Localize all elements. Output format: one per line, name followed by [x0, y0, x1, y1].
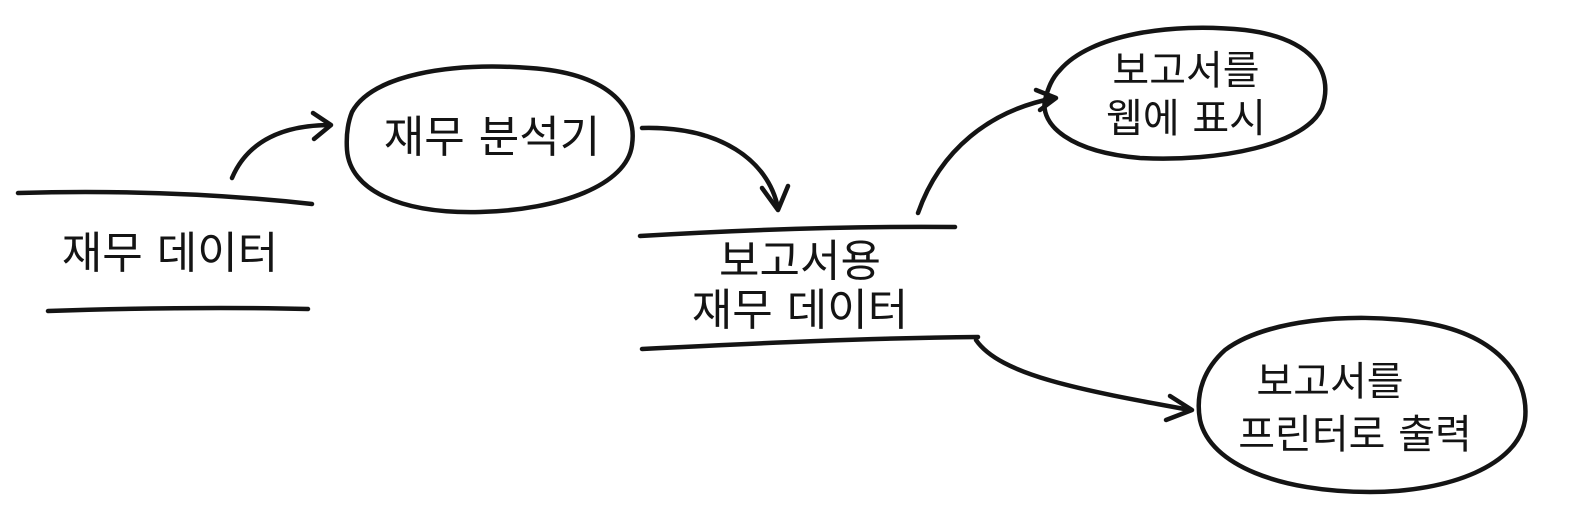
- data-store-bottom-line: [639, 334, 981, 352]
- process-label-line1: 보고서를: [1112, 48, 1259, 94]
- arrow-analyzer-to-report-data: [639, 125, 791, 213]
- arrow-report-data-to-web: [915, 87, 1059, 216]
- arrow-head: [759, 183, 791, 213]
- process-label-line2: 웹에 표시: [1106, 96, 1266, 142]
- arrow-line: [639, 125, 781, 211]
- process-label: 재무 분석기: [384, 112, 600, 163]
- data-store-top-line: [15, 189, 315, 207]
- data-store-label-line2: 재무 데이터: [692, 285, 908, 336]
- data-store-label-line1: 보고서용: [719, 236, 881, 287]
- arrow-report-data-to-printer: [973, 337, 1195, 423]
- arrow-line: [229, 122, 333, 181]
- process-printer-output: 보고서를 프린터로 출력: [1196, 315, 1528, 495]
- process-web-display: 보고서를 웹에 표시: [1042, 25, 1328, 161]
- arrow-line: [973, 337, 1193, 413]
- data-store-bottom-line: [45, 305, 311, 314]
- arrow-head: [310, 110, 334, 142]
- arrow-line: [915, 95, 1058, 216]
- data-store-report-financial-data: 보고서용 재무 데이터: [637, 224, 981, 352]
- process-financial-analyzer: 재무 분석기: [344, 64, 635, 215]
- arrow-data-to-analyzer: [229, 110, 334, 181]
- arrow-head: [1163, 393, 1195, 423]
- process-ellipse: [344, 64, 635, 215]
- data-store-financial-data: 재무 데이터: [15, 189, 315, 314]
- process-label-line2: 프린터로 출력: [1238, 412, 1472, 458]
- process-ellipse: [1196, 315, 1528, 495]
- data-store-top-line: [637, 224, 958, 239]
- process-ellipse: [1042, 25, 1328, 161]
- process-label-line1: 보고서를: [1256, 359, 1403, 405]
- data-store-label: 재무 데이터: [62, 228, 278, 279]
